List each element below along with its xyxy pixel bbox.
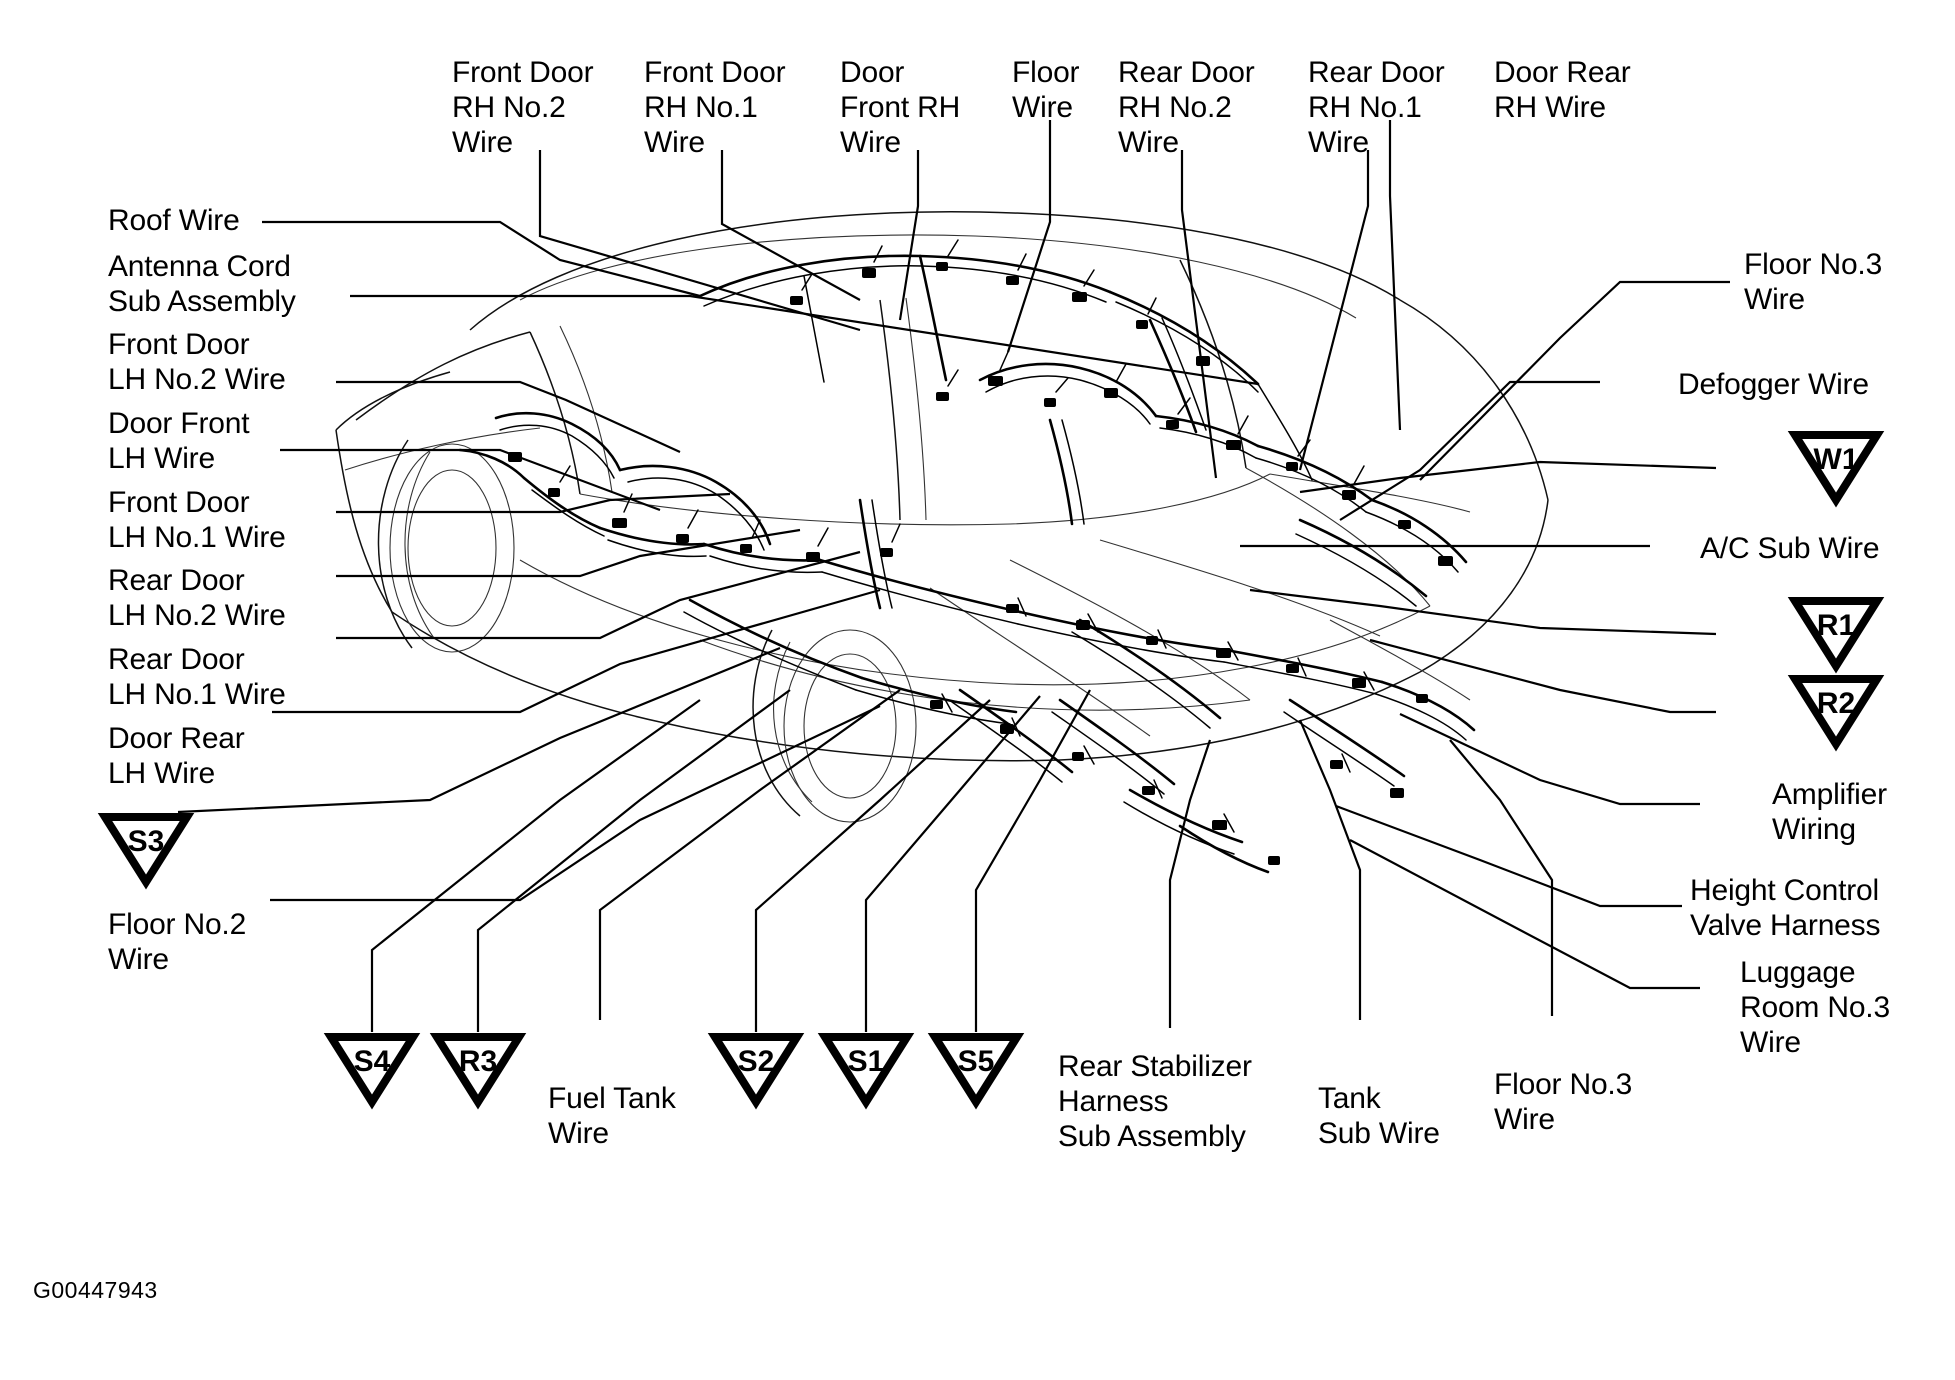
marker-s5-label: S5	[958, 1045, 995, 1078]
leader-front-door-lh-no2-wire	[336, 380, 681, 454]
leader-roof-wire	[262, 220, 701, 298]
label-door-front-rh-wire: Door Front RH Wire	[840, 56, 961, 159]
marker-r2-label: R2	[1817, 687, 1855, 720]
label-door-front-lh-wire: Door Front LH Wire	[108, 407, 250, 475]
leader-marker-w1	[1299, 460, 1717, 494]
label-front-door-lh-no1-wire: Front Door LH No.1 Wire	[108, 486, 286, 554]
marker-s4-label: S4	[354, 1045, 391, 1078]
car-body-ghost-outline	[335, 210, 1549, 823]
label-front-door-rh-no2-wire: Front Door RH No.2 Wire	[452, 56, 594, 159]
leader-amplifier-wiring	[1399, 713, 1700, 806]
leader-antenna-cord-sub-assembly	[350, 294, 1259, 386]
figure-id-code: G00447943	[33, 1277, 158, 1303]
marker-r2[interactable]: R2	[1787, 672, 1885, 752]
leader-floor-no3-wire-bottom	[1449, 739, 1554, 1016]
label-tank-sub-wire: Tank Sub Wire	[1318, 1082, 1440, 1150]
label-door-rear-lh-wire: Door Rear LH Wire	[108, 722, 245, 790]
marker-s2-label: S2	[738, 1045, 775, 1078]
label-defogger-wire: Defogger Wire	[1678, 368, 1869, 401]
label-floor-no2-wire: Floor No.2 Wire	[108, 908, 247, 976]
marker-r1[interactable]: R1	[1787, 594, 1885, 674]
leader-marker-s5	[974, 689, 1091, 1032]
label-fuel-tank-wire: Fuel Tank Wire	[548, 1082, 676, 1150]
marker-s1[interactable]: S1	[817, 1030, 915, 1110]
label-roof-wire: Roof Wire	[108, 204, 240, 237]
label-rear-stabilizer-harness-sub-assembly: Rear Stabilizer Harness Sub Assembly	[1058, 1050, 1252, 1153]
label-rear-door-lh-no2-wire: Rear Door LH No.2 Wire	[108, 564, 286, 632]
label-floor-no3-wire-bottom: Floor No.3 Wire	[1494, 1068, 1633, 1136]
leader-rear-stabilizer-harness-sub-assembly	[1168, 739, 1212, 1028]
leader-marker-r2	[1369, 638, 1716, 714]
marker-r1-label: R1	[1817, 609, 1855, 642]
marker-w1[interactable]: W1	[1787, 428, 1885, 508]
marker-s4[interactable]: S4	[323, 1030, 421, 1110]
label-front-door-rh-no1-wire: Front Door RH No.1 Wire	[644, 56, 786, 159]
label-floor-wire: Floor Wire	[1012, 56, 1080, 124]
leader-door-front-rh-wire	[898, 150, 920, 321]
leader-rear-door-rh-no1-wire	[1298, 150, 1370, 471]
leader-marker-r1	[1249, 588, 1717, 636]
label-antenna-cord-sub-assembly: Antenna Cord Sub Assembly	[108, 250, 296, 318]
leader-door-front-lh-wire	[280, 448, 661, 512]
leader-fuel-tank-wire	[598, 689, 901, 1020]
label-door-rear-rh-wire: Door Rear RH Wire	[1494, 56, 1631, 124]
marker-w1-label: W1	[1814, 443, 1859, 476]
wiring-harness-bundles	[458, 239, 1476, 874]
label-floor-no3-wire-right: Floor No.3 Wire	[1744, 248, 1883, 316]
label-rear-door-lh-no1-wire: Rear Door LH No.1 Wire	[108, 643, 286, 711]
leader-door-rear-lh-wire	[272, 588, 881, 714]
leader-floor-wire	[1006, 120, 1052, 353]
leader-front-door-rh-no2-wire	[538, 150, 861, 332]
marker-s1-label: S1	[848, 1045, 885, 1078]
leader-tank-sub-wire	[1298, 719, 1362, 1020]
leader-height-control-valve-harness	[1335, 804, 1682, 908]
leader-rear-door-lh-no1-wire	[336, 550, 861, 640]
leader-floor-no2-wire	[270, 705, 881, 902]
leader-front-door-rh-no1-wire	[720, 150, 861, 301]
label-rear-door-rh-no2-wire: Rear Door RH No.2 Wire	[1118, 56, 1255, 159]
leader-rear-door-rh-no2-wire	[1180, 150, 1218, 479]
label-luggage-room-no3-wire: Luggage Room No.3 Wire	[1740, 956, 1890, 1059]
leader-marker-s4	[370, 699, 701, 1032]
leader-defogger-wire	[1339, 380, 1600, 521]
leader-luggage-room-no3-wire	[1349, 839, 1700, 990]
leader-marker-s1	[864, 695, 1041, 1032]
label-height-control-valve-harness: Height Control Valve Harness	[1690, 874, 1881, 942]
leader-door-rear-rh-wire	[1388, 120, 1402, 431]
marker-s2[interactable]: S2	[707, 1030, 805, 1110]
label-ac-sub-wire: A/C Sub Wire	[1700, 532, 1880, 565]
marker-r3[interactable]: R3	[429, 1030, 527, 1110]
marker-s3[interactable]: S3	[97, 810, 195, 890]
label-amplifier-wiring: Amplifier Wiring	[1772, 778, 1887, 846]
marker-r3-label: R3	[459, 1045, 497, 1078]
label-front-door-lh-no2-wire: Front Door LH No.2 Wire	[108, 328, 286, 396]
leader-marker-s2	[754, 699, 991, 1032]
marker-s3-label: S3	[128, 825, 165, 858]
leader-front-door-lh-no1-wire	[336, 492, 731, 514]
leader-marker-r3	[476, 689, 791, 1032]
marker-s5[interactable]: S5	[927, 1030, 1025, 1110]
label-rear-door-rh-no1-wire: Rear Door RH No.1 Wire	[1308, 56, 1445, 159]
leader-rear-door-lh-no2-wire	[336, 528, 801, 578]
